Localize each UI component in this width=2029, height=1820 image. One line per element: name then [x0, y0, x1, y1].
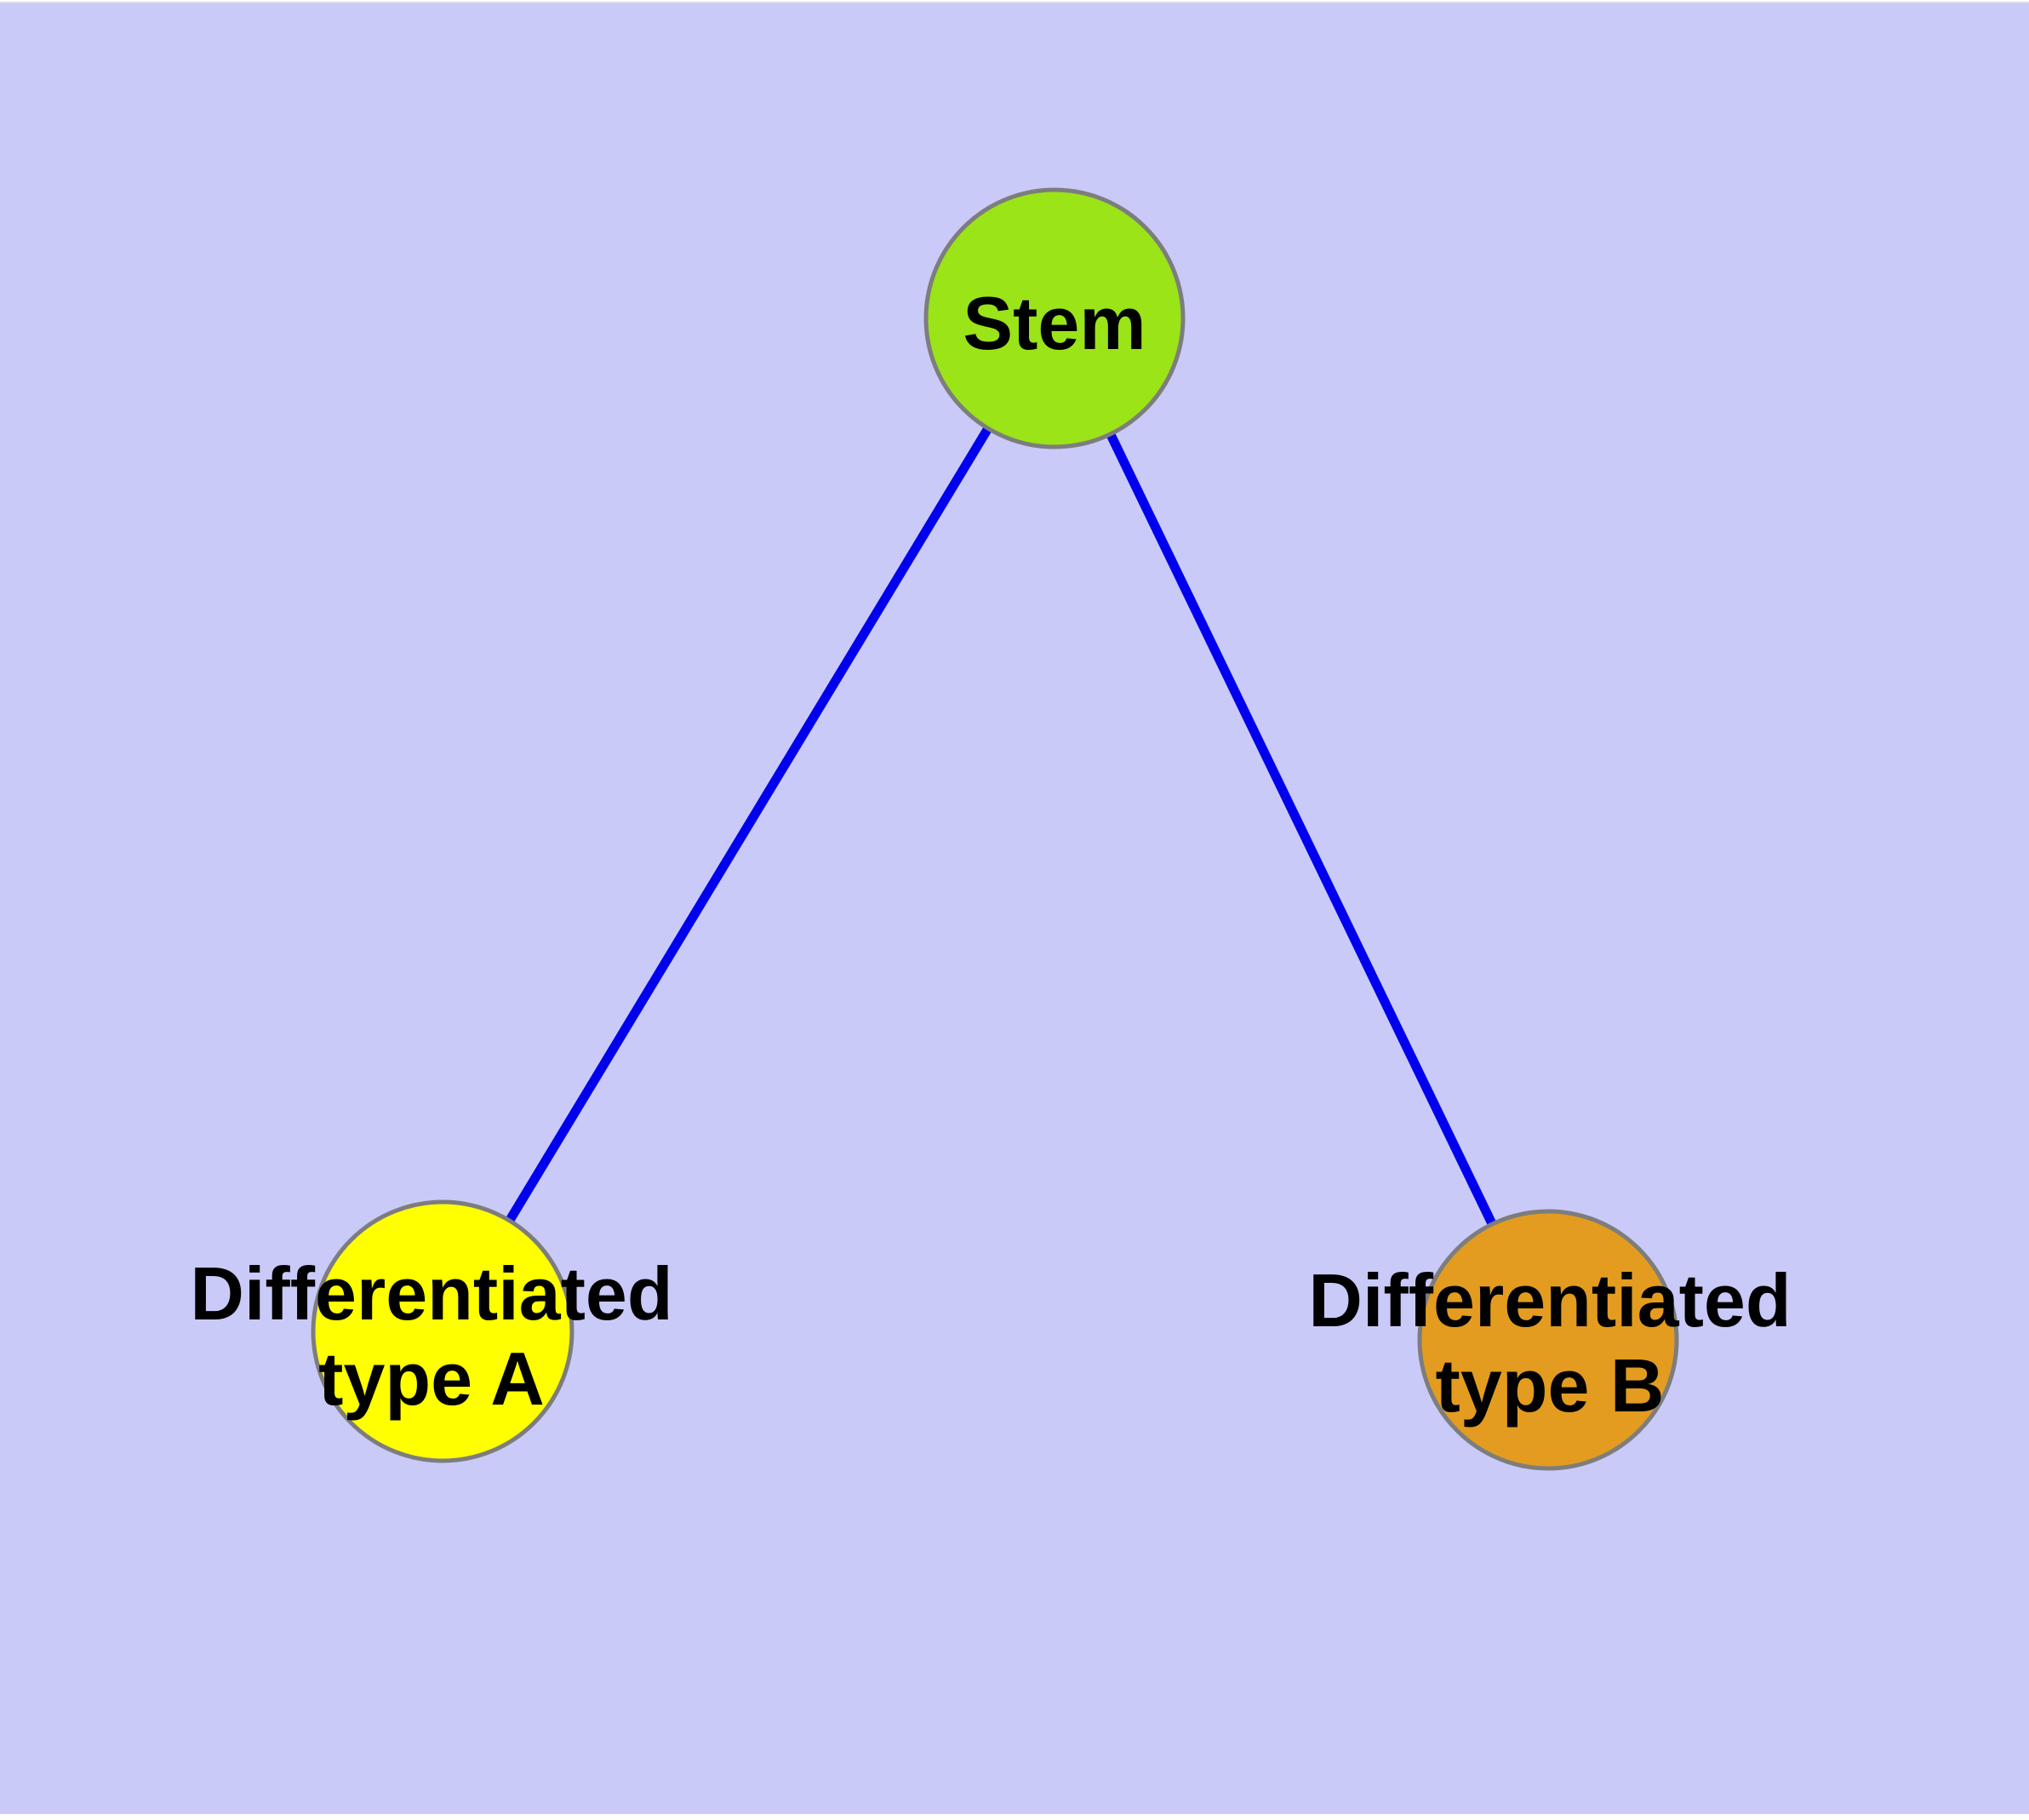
- type-a-label-line2: type A: [318, 1336, 545, 1421]
- stem-node-circle: [923, 187, 1186, 449]
- type-a-label-line1: Differentiated: [190, 1251, 673, 1336]
- type-b-node-label: Differentiated type B: [1308, 1258, 1791, 1428]
- window-top-edge-line: [0, 2, 2029, 3]
- edge-stem-to-type-b: [1050, 316, 1552, 1342]
- window-bottom-edge: [0, 1814, 2029, 1820]
- type-b-node-circle: [1417, 1209, 1679, 1471]
- window-top-edge: [0, 0, 2029, 2]
- type-a-node-label: Differentiated type A: [190, 1251, 672, 1422]
- stem-node-label: Stem: [963, 281, 1146, 365]
- type-b-label-line2: type B: [1435, 1343, 1665, 1428]
- edge-stem-to-type-a: [438, 316, 1059, 1334]
- type-b-label-line1: Differentiated: [1308, 1258, 1792, 1342]
- type-a-node-circle: [311, 1199, 574, 1463]
